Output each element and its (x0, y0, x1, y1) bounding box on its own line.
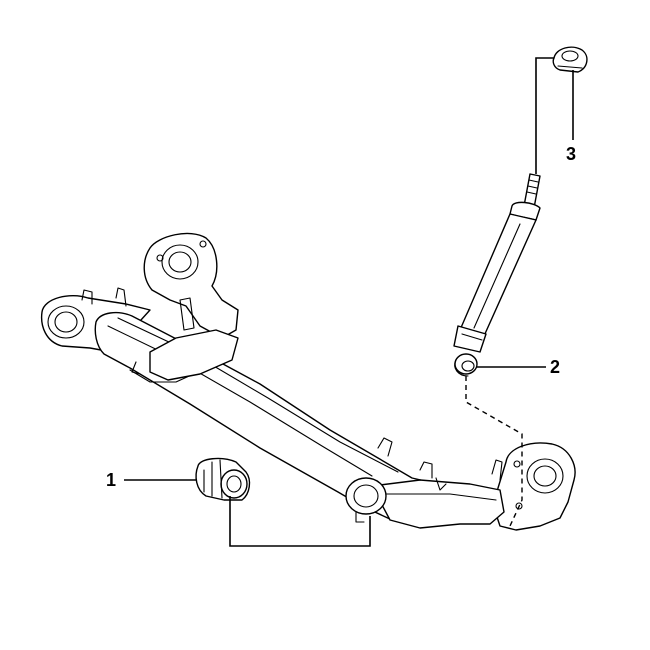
assembly-dashed-line (465, 376, 523, 527)
beam-reinforcement (149, 329, 239, 381)
leader-line-3-rod (535, 57, 554, 174)
right-bushing-eye (345, 477, 387, 515)
rear-axle-beam (40, 232, 576, 531)
right-spindle-bracket (493, 442, 576, 531)
callout-label-1: 1 (106, 470, 116, 490)
shock-lower-bushing (454, 353, 478, 377)
shock-lower-section (453, 325, 487, 353)
leader-line-1-connect (229, 496, 371, 547)
shock-upper-mount (552, 46, 588, 73)
trailing-arm-bushing (195, 457, 251, 501)
right-trailing-arm (371, 479, 505, 529)
shock-absorber (453, 173, 541, 353)
left-spindle-bracket (143, 232, 239, 339)
callout-label-3: 3 (566, 144, 576, 164)
callout-label-2: 2 (550, 357, 560, 377)
leader-lines (124, 57, 574, 547)
